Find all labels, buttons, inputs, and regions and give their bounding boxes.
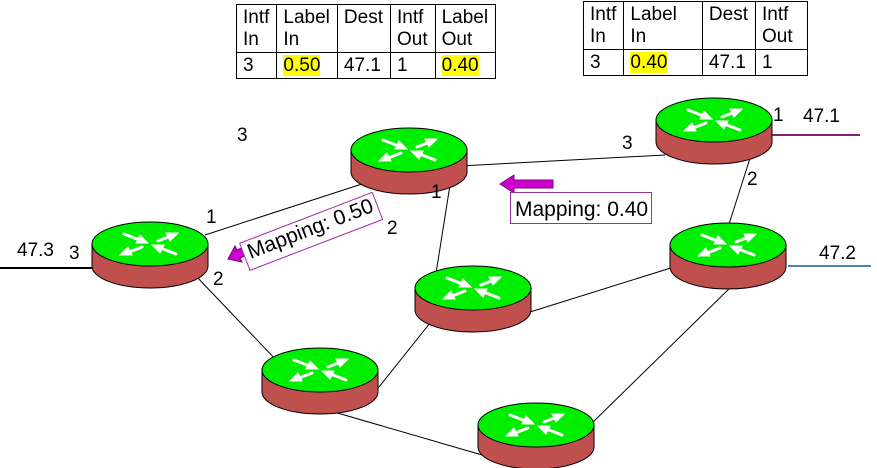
cell-intf-in: 3 xyxy=(235,52,278,79)
port-label: 1 xyxy=(206,207,217,228)
router-top xyxy=(349,126,469,196)
router-bottom-left xyxy=(260,346,380,416)
port-label: 3 xyxy=(622,133,633,154)
port-label: 1 xyxy=(773,105,784,126)
table-row: 3 0.40 47.1 1 xyxy=(582,49,808,76)
cell-label-in: 0.50 xyxy=(276,52,338,79)
link-left-top xyxy=(204,182,366,236)
router-bottom xyxy=(476,401,596,468)
header-dest: Dest xyxy=(701,1,756,50)
network-47-3-label: 47.3 xyxy=(17,240,54,261)
link-center-right xyxy=(529,261,691,313)
link-center-bottomleft xyxy=(374,317,435,393)
port-label: 2 xyxy=(387,218,398,239)
network-47-1-label: 47.1 xyxy=(803,106,840,127)
router-left xyxy=(90,220,210,290)
cell-dest: 47.1 xyxy=(701,49,756,76)
network-47-2-label: 47.2 xyxy=(819,243,856,264)
cell-intf-out: 1 xyxy=(389,52,436,79)
port-label: 1 xyxy=(431,182,442,203)
port-label: 3 xyxy=(69,243,80,264)
router-right-top xyxy=(654,96,774,166)
link-top-center xyxy=(433,184,451,287)
port-label: 2 xyxy=(747,169,758,190)
port-label: 2 xyxy=(213,269,224,290)
router-center xyxy=(413,264,533,334)
link-top-righttop xyxy=(459,154,666,167)
cell-intf-in: 3 xyxy=(582,49,625,76)
cell-label-in: 0.40 xyxy=(623,49,703,76)
link-right-bottom xyxy=(589,282,736,426)
cell-label-out: 0.40 xyxy=(434,52,497,79)
table-row: 3 0.50 47.1 1 0.40 xyxy=(235,52,497,79)
port-label: 3 xyxy=(237,125,248,146)
mapping-label-center: Mapping: 0.40 xyxy=(510,192,652,224)
cell-dest: 47.1 xyxy=(336,52,391,79)
mapping-arrow-right xyxy=(499,174,554,194)
router-right xyxy=(668,221,788,291)
header-dest: Dest xyxy=(336,4,391,53)
cell-intf-out: 1 xyxy=(754,49,808,76)
